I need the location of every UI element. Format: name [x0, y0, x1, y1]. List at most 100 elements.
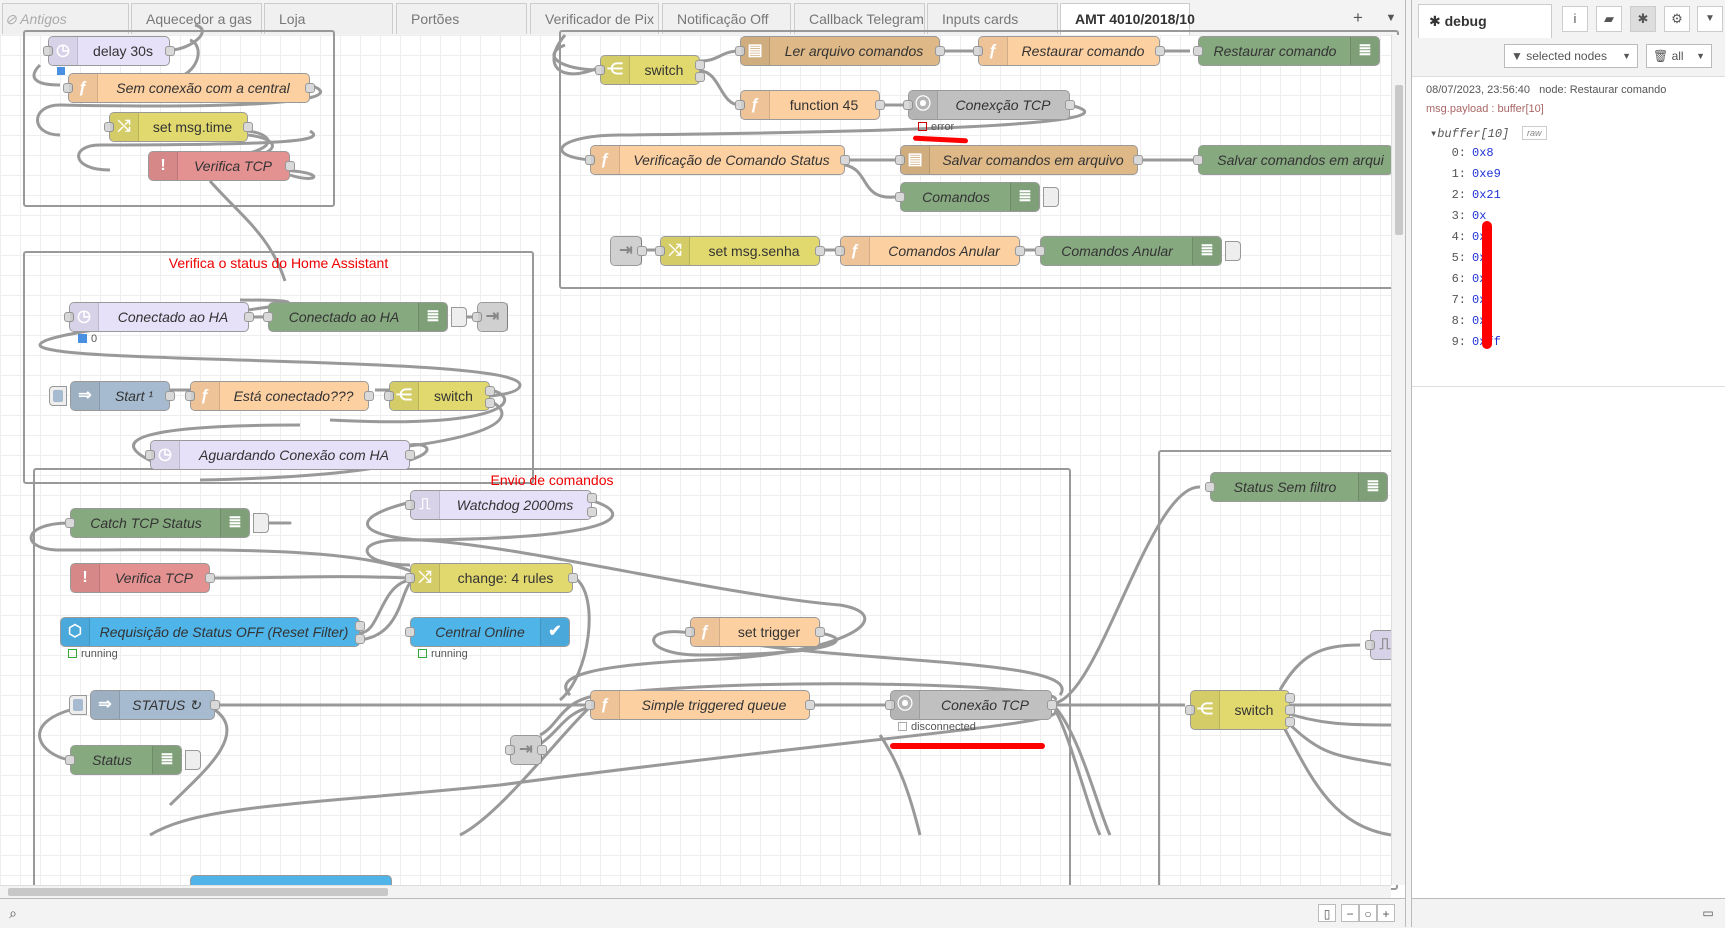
tab-aquecedor[interactable]: Aquecedor a gas	[131, 3, 262, 34]
group-right-bottom[interactable]	[1158, 450, 1398, 890]
output-port[interactable]	[205, 573, 215, 583]
output-port[interactable]	[405, 450, 415, 460]
node-start-inject[interactable]: ⇒ Start ¹	[49, 381, 175, 411]
node-link-in[interactable]: ⇥	[610, 236, 647, 266]
node-switch-ha[interactable]: ⋲ switch	[384, 381, 495, 411]
input-port[interactable]	[1205, 482, 1215, 492]
vertical-scrollbar[interactable]	[1391, 35, 1406, 885]
output-port[interactable]	[1015, 246, 1025, 256]
node-salvar-arquivo[interactable]: ▤ Salvar comandos em arquivo	[895, 145, 1143, 175]
bug-icon[interactable]: ✱	[1630, 6, 1656, 32]
input-port[interactable]	[145, 450, 155, 460]
node-simple-triggered-queue[interactable]: ƒ Simple triggered queue	[585, 690, 815, 720]
map-icon[interactable]: ▯	[1318, 904, 1336, 922]
node-requisicao-status[interactable]: ⬡ Requisição de Status OFF (Reset Filter…	[60, 617, 365, 647]
node-salvar-debug[interactable]: Salvar comandos em arqui	[1193, 145, 1393, 175]
flow-workspace[interactable]: Verifica o status do Home Assistant Envi…	[0, 23, 1410, 890]
monitor-icon[interactable]: ▭	[1702, 906, 1714, 920]
node-sem-conexao[interactable]: ƒ Sem conexão com a central	[63, 73, 315, 103]
tab-portoes[interactable]: Portões	[396, 3, 527, 34]
input-port[interactable]	[735, 46, 745, 56]
input-port[interactable]	[655, 246, 665, 256]
output-port[interactable]	[587, 493, 597, 503]
book-icon[interactable]: ▰	[1596, 6, 1622, 32]
input-port[interactable]	[1193, 155, 1203, 165]
output-port[interactable]	[1155, 46, 1165, 56]
inject-button[interactable]	[49, 386, 67, 406]
input-port[interactable]	[64, 312, 74, 322]
node-central-online[interactable]: Central Online ✔	[405, 617, 570, 647]
buffer-toggle[interactable]: ▾buffer[10]	[1430, 127, 1510, 141]
input-port[interactable]	[973, 46, 983, 56]
node-comandos-anular-debug[interactable]: Comandos Anular ≣	[1035, 236, 1241, 266]
input-port[interactable]	[185, 391, 195, 401]
node-ler-arquivo[interactable]: ▤ Ler arquivo comandos	[735, 36, 945, 66]
clear-dropdown[interactable]: 🗑 all▼	[1646, 44, 1712, 68]
node-status-debug[interactable]: Status ≣	[65, 745, 201, 775]
output-port[interactable]	[1285, 705, 1295, 715]
output-port[interactable]	[1133, 155, 1143, 165]
output-port[interactable]	[875, 100, 885, 110]
node-comandos-debug[interactable]: Comandos ≣	[895, 182, 1059, 212]
input-port[interactable]	[1185, 705, 1195, 715]
chevron-down-icon[interactable]: ▼	[1697, 6, 1723, 32]
output-port[interactable]	[485, 386, 495, 396]
node-conectado-ha-delay[interactable]: ◷ Conectado ao HA	[64, 302, 254, 332]
node-status-sem-filtro[interactable]: Status Sem filtro ≣	[1205, 472, 1388, 502]
node-conectado-ha-debug[interactable]: Conectado ao HA ≣	[263, 302, 467, 332]
output-port[interactable]	[165, 391, 175, 401]
input-port[interactable]	[65, 518, 75, 528]
search-icon[interactable]: ⌕	[9, 905, 17, 921]
node-set-msg-senha[interactable]: ⤭ set msg.senha	[655, 236, 825, 266]
output-port[interactable]	[815, 246, 825, 256]
plus-icon[interactable]: +	[1353, 8, 1363, 27]
tab-verificador-pix[interactable]: Verificador de Pix	[530, 3, 659, 34]
scroll-thumb[interactable]	[1395, 85, 1403, 235]
node-restaurar-debug[interactable]: Restaurar comando ≣	[1193, 36, 1380, 66]
node-delay-30s[interactable]: ◷ delay 30s	[43, 36, 175, 66]
input-port[interactable]	[903, 100, 913, 110]
node-aguardando-conexao[interactable]: ◷ Aguardando Conexão com HA	[145, 440, 415, 470]
node-esta-conectado[interactable]: ƒ Está conectado???	[185, 381, 374, 411]
node-catch-tcp-status[interactable]: Catch TCP Status ≣	[65, 508, 269, 538]
zoom-out-icon[interactable]: −	[1341, 904, 1359, 922]
scroll-thumb[interactable]	[8, 888, 388, 896]
node-status-inject[interactable]: ⇒ STATUS ↻	[69, 690, 220, 720]
node-switch-top[interactable]: ⋲ switch	[595, 55, 705, 85]
tab-loja[interactable]: Loja	[264, 3, 393, 34]
output-port[interactable]	[568, 573, 578, 583]
input-port[interactable]	[885, 700, 895, 710]
input-port[interactable]	[405, 627, 415, 637]
input-port[interactable]	[405, 573, 415, 583]
input-port[interactable]	[104, 122, 114, 132]
output-port[interactable]	[355, 621, 365, 631]
tab-amt4010[interactable]: AMT 4010/2018/10	[1060, 3, 1195, 35]
output-port[interactable]	[210, 700, 220, 710]
input-port[interactable]	[43, 46, 53, 56]
input-port[interactable]	[63, 83, 73, 93]
input-port[interactable]	[472, 312, 482, 322]
input-port[interactable]	[1365, 640, 1375, 650]
group-ha-status[interactable]: Verifica o status do Home Assistant	[23, 251, 534, 484]
output-port[interactable]	[637, 246, 647, 256]
sidebar-tab-debug[interactable]: ✱ debug	[1418, 4, 1552, 38]
raw-toggle-button[interactable]: raw	[1522, 126, 1547, 140]
output-port[interactable]	[695, 60, 705, 70]
input-port[interactable]	[895, 192, 905, 202]
output-port[interactable]	[355, 634, 365, 644]
output-port[interactable]	[165, 46, 175, 56]
node-restaurar-func[interactable]: ƒ Restaurar comando	[973, 36, 1165, 66]
input-port[interactable]	[1193, 46, 1203, 56]
node-conexao-tcp-bottom[interactable]: ⦿ Conexão TCP	[885, 690, 1057, 720]
zoom-in-icon[interactable]: +	[1377, 904, 1395, 922]
node-link-junction[interactable]: ⇥	[505, 735, 547, 765]
input-port[interactable]	[585, 700, 595, 710]
output-port[interactable]	[1065, 100, 1075, 110]
output-port[interactable]	[1285, 717, 1295, 727]
input-port[interactable]	[263, 312, 273, 322]
node-set-msg-time[interactable]: ⤭ set msg.time	[104, 112, 253, 142]
node-conexao-tcp-top[interactable]: ⦿ Conexção TCP	[903, 90, 1075, 120]
debug-toggle-button[interactable]	[185, 750, 201, 770]
input-port[interactable]	[505, 745, 515, 755]
debug-toggle-button[interactable]	[1043, 187, 1059, 207]
